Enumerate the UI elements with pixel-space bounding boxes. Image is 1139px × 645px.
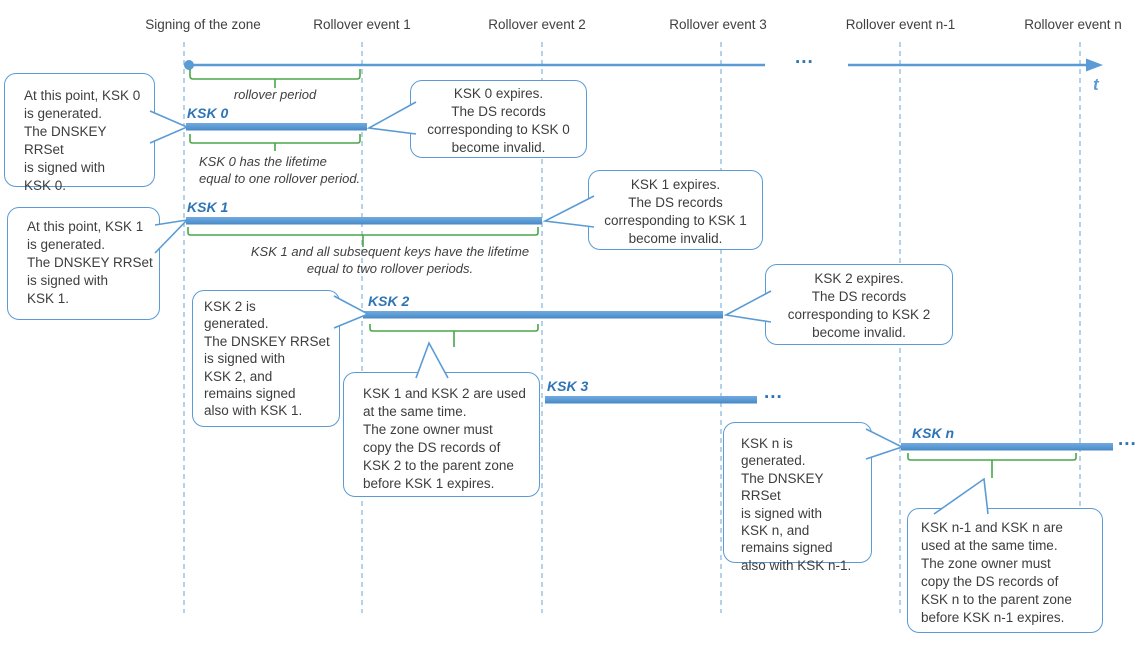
ksk3-bar <box>545 396 757 404</box>
rollover-period-brace <box>189 69 361 88</box>
ksk1-ksk2-overlap-brace <box>369 324 539 347</box>
timeline-start-dot <box>184 60 194 70</box>
timeline-break-ellipsis: ... <box>795 47 814 68</box>
ksk3-continues-ellipsis: ... <box>764 382 783 403</box>
callout-ksk1-ksk2-overlap: KSK 1 and KSK 2 are used at the same tim… <box>343 372 540 497</box>
event-label-rollover-1: Rollover event 1 <box>313 17 411 32</box>
kskn-bar <box>901 443 1113 451</box>
callout-kskn-overlap: KSK n-1 and KSK n are used at the same t… <box>907 508 1103 633</box>
callout-ksk1-generated: At this point, KSK 1 is generated. The D… <box>7 207 160 320</box>
event-label-rollover-3: Rollover event 3 <box>669 17 767 32</box>
ksk2-bar-label: KSK 2 <box>368 293 410 309</box>
rollover-period-label: rollover period <box>233 87 317 102</box>
ksk0-lifetime-label: KSK 0 has the lifetime equal to one roll… <box>199 154 361 186</box>
kskn-overlap-brace <box>907 453 1077 478</box>
event-label-signing: Signing of the zone <box>145 17 261 32</box>
ksk1-bar-label: KSK 1 <box>187 199 229 215</box>
kskn-bar-label: KSK n <box>912 425 954 441</box>
ksk3-bar-label: KSK 3 <box>547 378 589 394</box>
ksk1-bar <box>186 217 542 225</box>
event-label-rollover-2: Rollover event 2 <box>488 17 586 32</box>
ksk0-lifetime-brace <box>189 134 361 151</box>
callout-ksk0-expires: KSK 0 expires. The DS records correspond… <box>410 80 587 158</box>
event-label-rollover-n-1: Rollover event n-1 <box>845 17 956 32</box>
ksk0-bar-label: KSK 0 <box>187 105 229 121</box>
event-label-rollover-n: Rollover event n <box>1024 17 1122 32</box>
kskn-continues-ellipsis: ... <box>1118 429 1137 450</box>
ksk0-bar <box>186 123 367 131</box>
callout-ksk2-expires: KSK 2 expires. The DS records correspond… <box>765 264 953 345</box>
ksk1-lifetime-label: KSK 1 and all subsequent keys have the l… <box>250 244 530 276</box>
callout-ksk2-generated: KSK 2 is generated. The DNSKEY RRSet is … <box>192 290 340 427</box>
callout-kskn-generated: KSK n is generated. The DNSKEY RRSet is … <box>723 422 872 573</box>
callout-ksk1-expires: KSK 1 expires. The DS records correspond… <box>588 170 763 250</box>
timeline-arrowhead <box>1086 58 1103 72</box>
ksk2-bar <box>363 311 723 319</box>
time-axis-label: t <box>1093 75 1099 94</box>
callout-ksk0-generated: At this point, KSK 0 is generated. The D… <box>4 73 155 193</box>
